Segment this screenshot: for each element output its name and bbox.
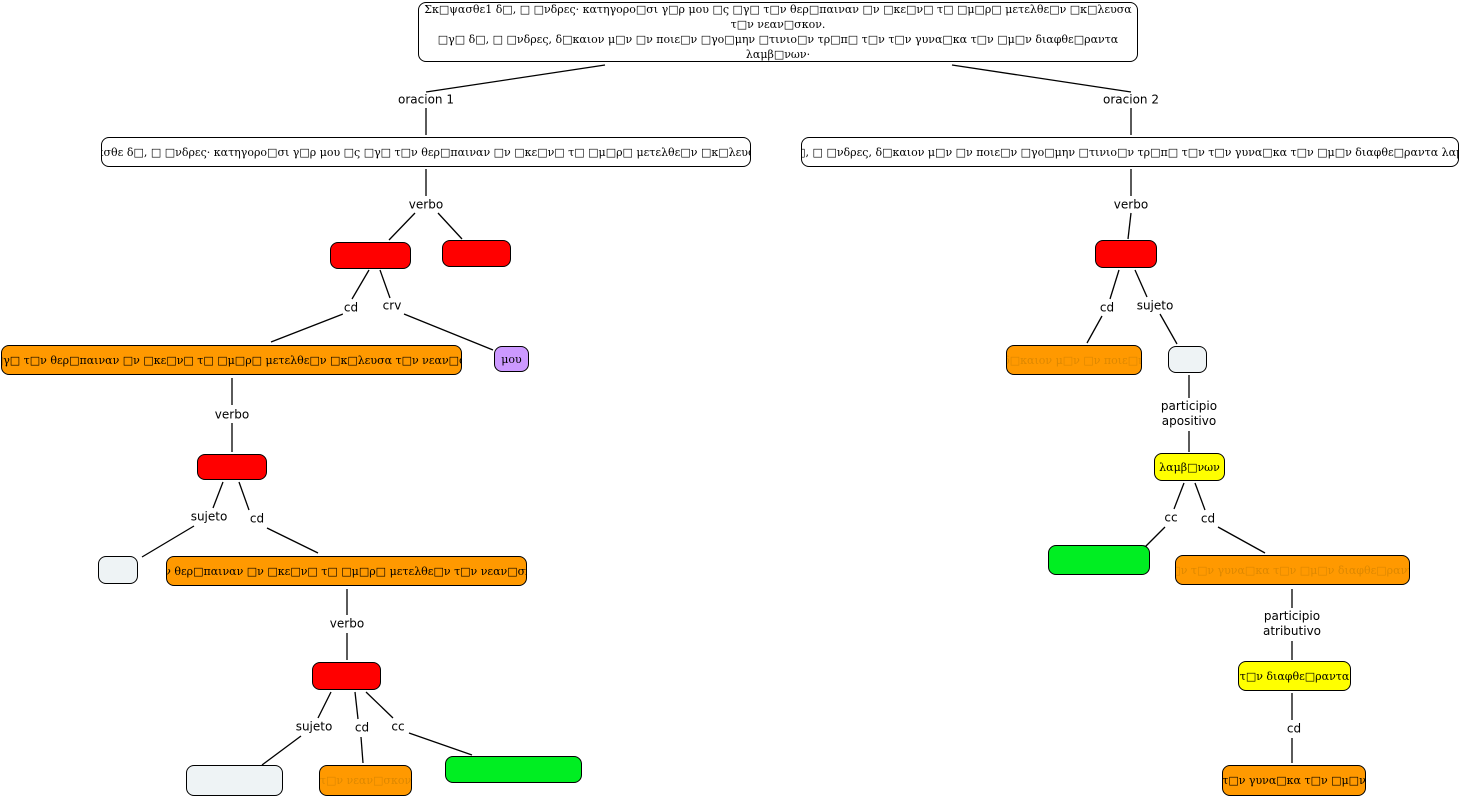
connector-line: [266, 527, 319, 554]
connector-line: [1109, 269, 1120, 300]
verb-node-1b[interactable]: [442, 240, 511, 267]
connector-line: [270, 313, 344, 343]
link-label-verbo: verbo: [328, 616, 366, 632]
connector-line: [351, 269, 370, 300]
connector-line: [317, 691, 332, 719]
link-label-cd: cd: [1199, 511, 1217, 527]
link-label-verbo: verbo: [1112, 197, 1150, 213]
verb-node-1a[interactable]: [330, 242, 411, 269]
link-label-cd: cd: [342, 300, 360, 316]
link-label-participio-atributivo: participio atributivo: [1261, 609, 1323, 639]
connector-line: [141, 525, 195, 558]
connector-line: [403, 313, 494, 351]
connector-line: [379, 269, 391, 299]
link-label-cd: cd: [1098, 300, 1116, 316]
crv-mou-node[interactable]: μου: [494, 346, 529, 372]
connector-line: [1217, 526, 1266, 554]
circumstantial-node-3[interactable]: [445, 756, 582, 783]
connector-line: [437, 212, 463, 240]
link-label-cd: cd: [1285, 721, 1303, 737]
direct-object-clause-node[interactable]: □ς □γ□ τ□ν θερ□παιναν □ν □κε□ν□ τ□ □μ□ρ□…: [1, 345, 462, 375]
subject-node-3[interactable]: [186, 765, 283, 796]
connector-line: [408, 732, 473, 756]
link-label-sujeto: sujeto: [294, 719, 334, 735]
subject-node-2[interactable]: [98, 556, 138, 584]
connector-line: [951, 64, 1132, 93]
connector-line: [1194, 482, 1206, 511]
link-label-participio-apositivo: participio apositivo: [1159, 399, 1219, 429]
subject-node-r[interactable]: [1168, 346, 1207, 373]
sentence-2-node[interactable]: □γ□ δ□, □ □νδρες, δ□καιον μ□ν □ν ποιε□ν …: [801, 137, 1459, 167]
connector-line: [261, 735, 302, 766]
link-label-oracion-1: oracion 1: [397, 92, 455, 108]
link-label-verbo: verbo: [407, 197, 445, 213]
connector-line: [1134, 269, 1148, 298]
participle-lambanon-node[interactable]: λαμβ□νων: [1154, 453, 1225, 481]
link-label-verbo: verbo: [213, 407, 251, 423]
connector-line: [1144, 526, 1166, 548]
sentence-1-node[interactable]: Σκ□ψασθε δ□, □ □νδρες· κατηγορο□σι γ□ρ μ…: [101, 137, 751, 167]
verb-node-r[interactable]: [1095, 240, 1157, 268]
link-label-sujeto: sujeto: [1135, 298, 1175, 314]
link-label-cc: cc: [1163, 510, 1179, 526]
link-label-sujeto: sujeto: [189, 509, 229, 525]
circumstantial-node-r[interactable]: [1048, 545, 1150, 575]
connector-line: [1159, 313, 1178, 345]
link-label-cd: cd: [353, 720, 371, 736]
connector-line: [212, 481, 224, 509]
connector-line: [365, 691, 394, 719]
direct-object-node-3[interactable]: τ□ν νεαν□σκον: [319, 765, 412, 796]
verb-node-2[interactable]: [197, 454, 267, 480]
direct-object-node-r[interactable]: δ□καιον μ□ν □ν ποιε□ν: [1006, 345, 1142, 375]
connector-line: [354, 691, 359, 720]
link-label-crv: crv: [381, 298, 403, 314]
root-text-node[interactable]: Σκ□ψασθε1 δ□, □ □νδρες· κατηγορο□σι γ□ρ …: [418, 2, 1138, 62]
link-label-cc: cc: [390, 719, 406, 735]
connector-line: [1086, 315, 1103, 344]
participle-diaftheiranta-node[interactable]: τ□ν διαφθε□ραντα: [1238, 661, 1351, 691]
connector-line: [425, 64, 606, 93]
link-label-oracion-2: oracion 2: [1102, 92, 1160, 108]
verb-node-3[interactable]: [312, 662, 381, 690]
connector-line: [1173, 482, 1185, 510]
connector-line: [1127, 212, 1132, 240]
direct-object-node-r3[interactable]: τ□ν γυνα□κα τ□ν □μ□ν: [1222, 765, 1366, 796]
direct-object-node-2[interactable]: τ□ν θερ□παιναν □ν □κε□ν□ τ□ □μ□ρ□ μετελθ…: [166, 556, 527, 586]
connector-line: [238, 481, 250, 511]
connector-line: [388, 212, 416, 241]
direct-object-node-r2[interactable]: τ□ν τ□ν γυνα□κα τ□ν □μ□ν διαφθε□ραντα: [1175, 555, 1410, 585]
connector-line: [360, 736, 364, 764]
link-label-cd: cd: [248, 511, 266, 527]
